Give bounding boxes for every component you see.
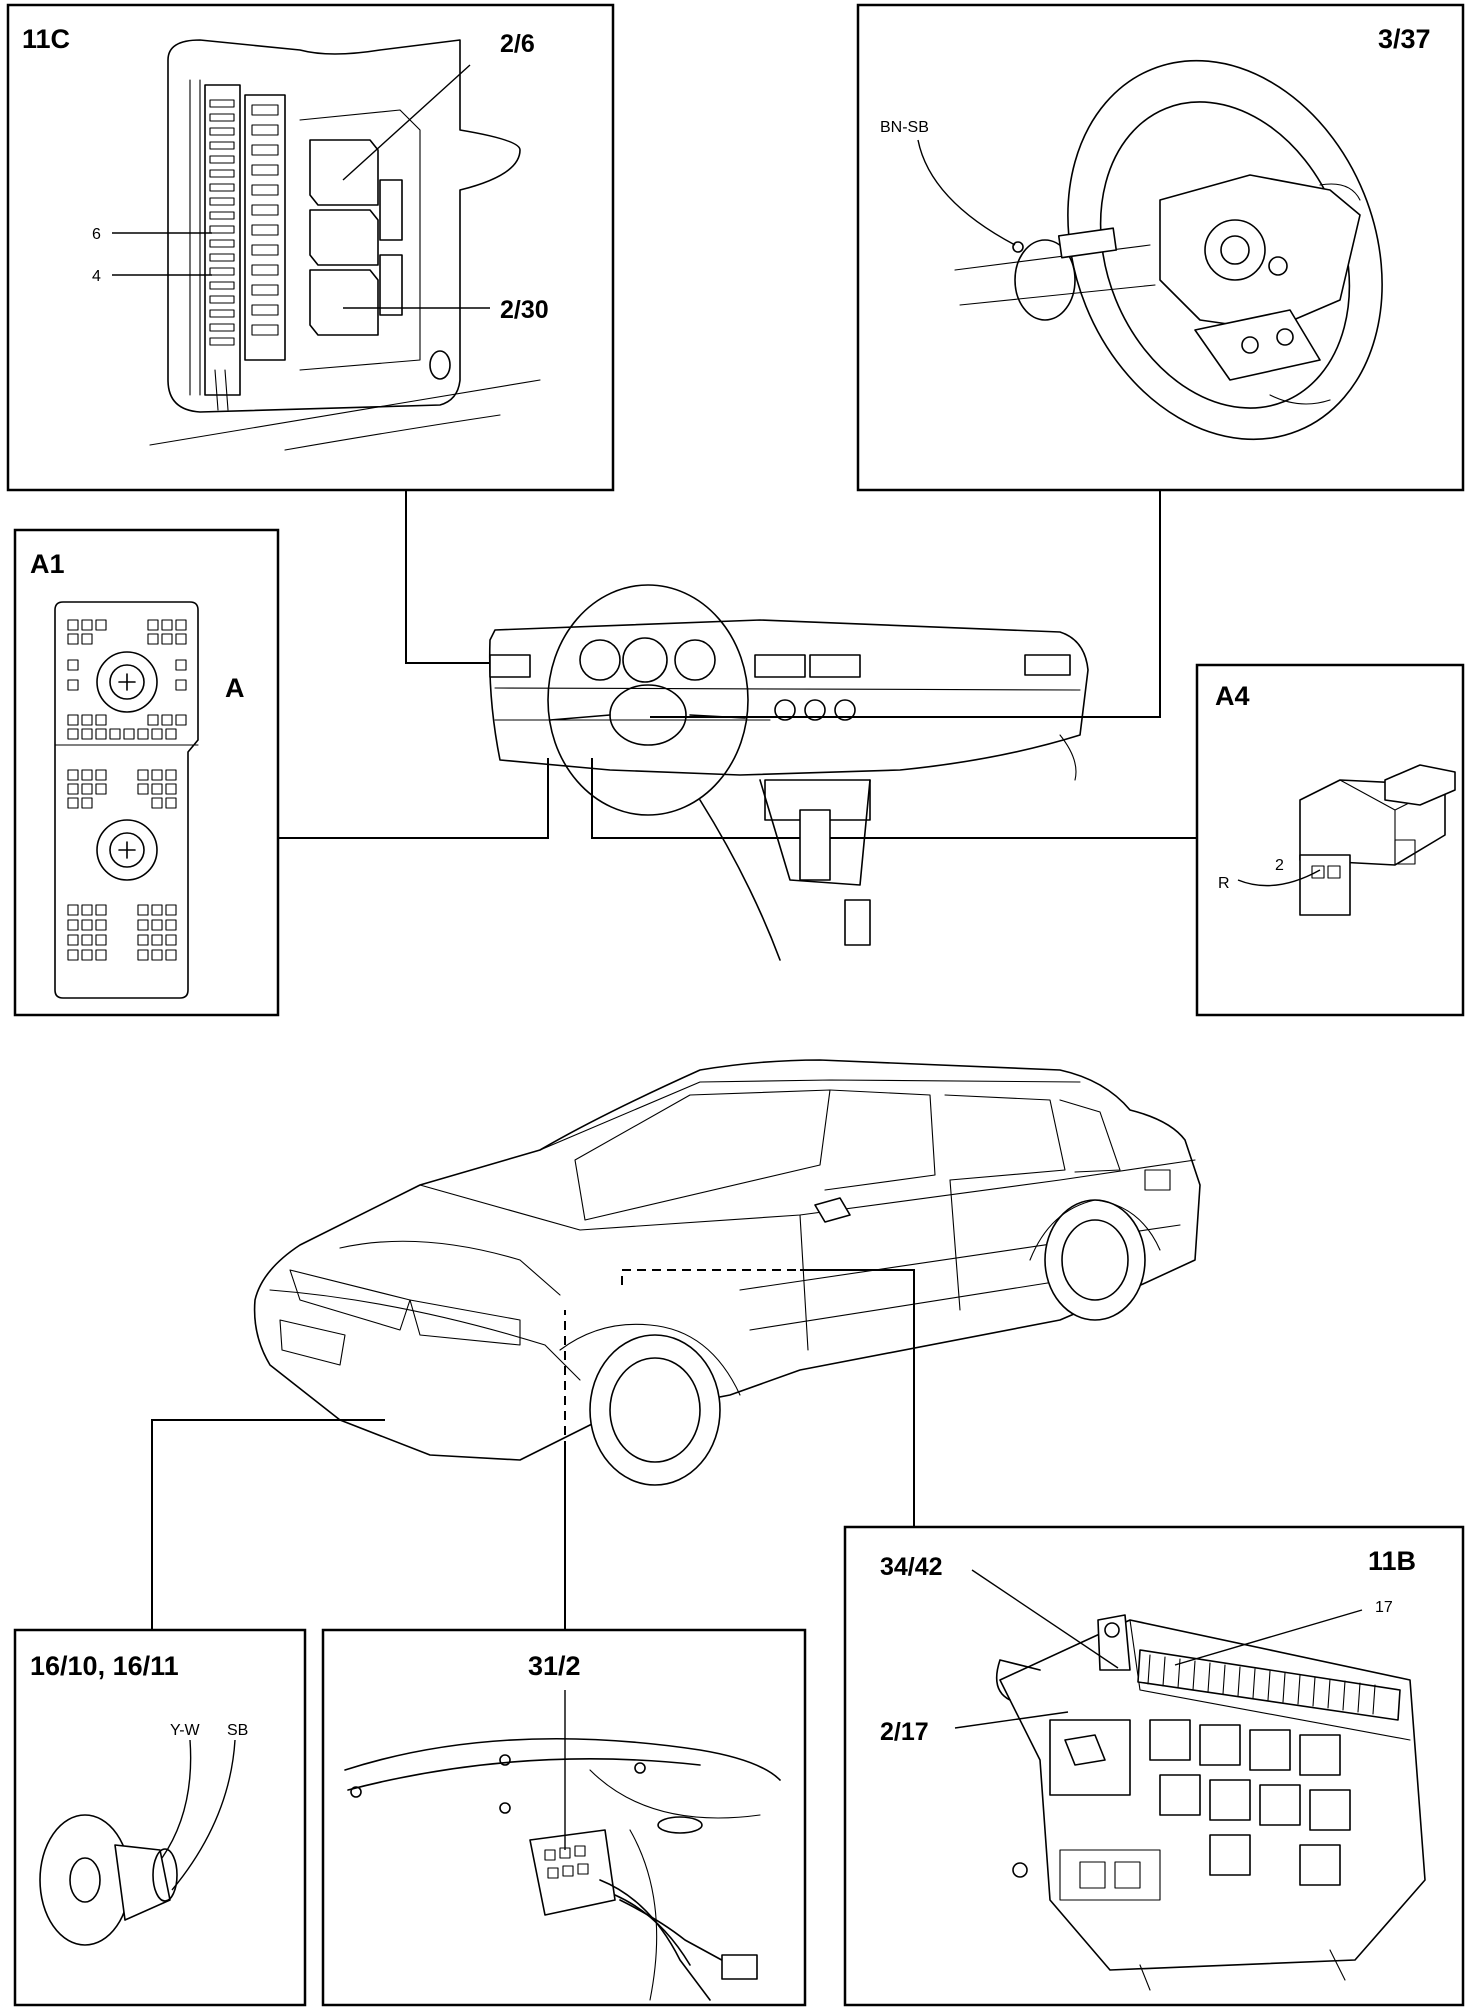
leader-2-6 <box>342 64 471 181</box>
pin-grid-bottom <box>67 769 177 961</box>
label-2-6: 2/6 <box>500 30 535 58</box>
steering-wheel-illustration <box>954 59 1383 441</box>
label-bn-sb: BN-SB <box>880 119 929 136</box>
label-y-w: Y-W <box>170 1722 201 1739</box>
label-a: A <box>225 673 245 703</box>
panel-11b-title: 11B <box>1368 1546 1416 1576</box>
label-sb: SB <box>227 1722 248 1739</box>
connector-11c-to-dash <box>405 490 490 664</box>
panel-a1-title: A1 <box>30 549 65 579</box>
relay-2-6 <box>309 139 379 206</box>
panel-a1-frame <box>13 528 280 1017</box>
connector-11b-to-car <box>800 1269 915 1527</box>
label-pin-4: 4 <box>92 268 101 285</box>
label-pin-17: 17 <box>1375 1599 1393 1616</box>
panel-16-10-frame <box>13 1628 307 2007</box>
switch-16-10-illustration <box>39 1814 178 1946</box>
connector-11b-dashed <box>621 1269 800 1285</box>
panel-16-10-title: 16/10, 16/11 <box>30 1651 179 1681</box>
panel-a1: A1 A <box>13 528 280 1017</box>
leader-34-42 <box>971 1569 1119 1669</box>
dashboard-illustration <box>488 584 1089 961</box>
leader-2-17 <box>954 1711 1069 1729</box>
label-2-30: 2/30 <box>500 296 549 324</box>
label-pin-6: 6 <box>92 226 101 243</box>
label-34-42: 34/42 <box>880 1553 943 1581</box>
panel-31-2: 31/2 <box>321 1628 807 2007</box>
panel-a4-title: A4 <box>1215 681 1250 711</box>
wire-y-w <box>161 1739 192 1859</box>
label-wire-r: R <box>1218 875 1230 892</box>
connector-a4-to-dash <box>591 758 1197 839</box>
connector-a1-to-dash <box>278 758 549 839</box>
relay-a4-illustration <box>1299 764 1456 916</box>
wire-sb <box>171 1739 236 1891</box>
connector-block-a1-illustration <box>54 601 199 999</box>
panel-a4: A4 R 2 <box>1195 663 1465 1017</box>
fuse-row-right <box>251 104 279 336</box>
relay-middle <box>309 209 379 266</box>
connector-lines <box>151 490 1197 1630</box>
connector-1610-to-car <box>151 1419 385 1630</box>
wire-r <box>1237 869 1321 887</box>
relay-2-30 <box>309 269 379 336</box>
fuse-box-11c-illustration <box>149 39 541 451</box>
panel-16-10: 16/10, 16/11 Y-W SB <box>13 1628 307 2007</box>
panel-11b-frame <box>843 1525 1465 2007</box>
panel-3-37-title: 3/37 <box>1378 24 1431 54</box>
panel-11c: 11C <box>6 3 615 492</box>
panel-31-2-title: 31/2 <box>528 1651 581 1681</box>
fuse-row-left <box>209 99 235 346</box>
pin-grid-top <box>67 619 187 740</box>
panel-11c-title: 11C <box>22 24 70 54</box>
fuse-box-11b-illustration <box>995 1614 1426 1991</box>
connector-337-to-steering <box>650 490 1161 718</box>
wire-bn-sb <box>917 139 1016 246</box>
leader-pin-17 <box>1174 1609 1363 1666</box>
harness-31-2-illustration <box>344 1738 781 2001</box>
panel-11b: 11B 34/42 2/17 17 <box>843 1525 1465 2007</box>
label-2-17: 2/17 <box>880 1718 929 1746</box>
panel-3-37: 3/37 BN-SB <box>856 3 1465 492</box>
car-illustration <box>253 1059 1201 1486</box>
label-pin-2-a4: 2 <box>1275 857 1284 874</box>
